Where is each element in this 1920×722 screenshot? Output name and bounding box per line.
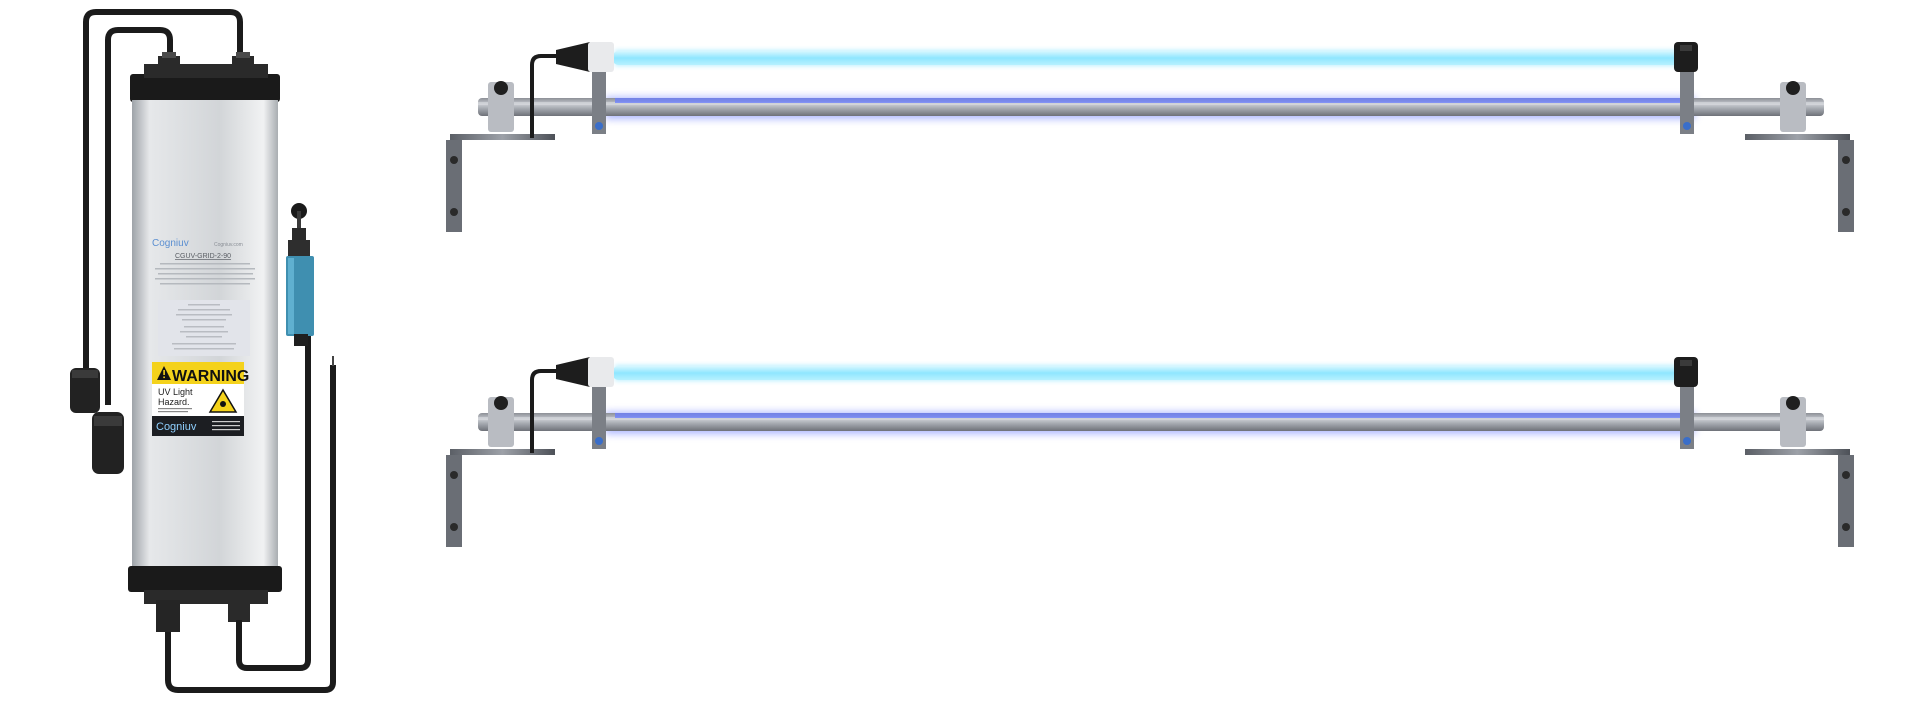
pipe-clamp-left	[488, 397, 514, 447]
lamp-endcap-left	[588, 357, 614, 387]
tube-holder-left-screw	[595, 437, 603, 445]
right-bracket-bolt-upper	[1842, 156, 1850, 164]
lamp-socket-right-detail	[1680, 360, 1692, 366]
right-bracket-bolt-lower	[1842, 208, 1850, 216]
power-cable-left	[83, 9, 243, 370]
sticker-footer-brand: Cogniuv	[156, 421, 197, 433]
label-fine-print	[155, 263, 255, 285]
lamp-assembly-upper	[446, 42, 1854, 232]
lamp-endcap-left	[588, 42, 614, 72]
tube-holder-right-screw	[1683, 122, 1691, 130]
pipe-clamp-right-knob	[1786, 396, 1800, 410]
lamp-assembly-lower	[446, 357, 1854, 547]
housing-top-cap	[130, 74, 280, 102]
lamp-assemblies	[446, 42, 1854, 547]
switch-cable	[236, 325, 311, 671]
left-bracket-bolt-lower	[450, 208, 458, 216]
hazard-line-2: Hazard.	[158, 397, 190, 407]
left-bracket-bolt-upper	[450, 156, 458, 164]
pipe-clamp-left	[488, 82, 514, 132]
controller-brand-small: Cogniuv.com	[214, 242, 243, 248]
left-bracket-leg	[446, 140, 462, 232]
left-mounting-bracket	[450, 134, 555, 230]
warning-heading: WARNING	[172, 368, 249, 385]
controller-model: CGUV-GRID-2-90	[175, 253, 231, 260]
lamp-power-cable	[530, 54, 560, 138]
left-bracket-leg	[446, 455, 462, 547]
warning-sticker: WARNING UV Light Hazard. Cogniuv	[152, 362, 249, 436]
uv-lamp-tube	[612, 51, 1682, 65]
left-mounting-bracket	[450, 449, 555, 545]
lamp-power-cable	[530, 369, 560, 453]
left-bracket-bolt-upper	[450, 471, 458, 479]
lamp-socket-left	[556, 357, 590, 387]
left-bracket-bolt-lower	[450, 523, 458, 531]
cable-plug-right	[92, 412, 124, 474]
uv-reflection-band	[615, 98, 1685, 103]
pipe-clamp-right	[1780, 82, 1806, 132]
power-cable-right	[105, 27, 173, 405]
housing-bottom-cap	[128, 566, 282, 592]
right-bracket-leg	[1838, 140, 1854, 232]
tube-holder-right-screw	[1683, 437, 1691, 445]
support-pipe-highlight	[478, 102, 1824, 105]
hazard-line-1: UV Light	[158, 387, 193, 397]
power-lead	[165, 365, 336, 693]
pipe-clamp-left-knob	[494, 81, 508, 95]
bottom-gland-left	[156, 600, 180, 632]
cable-plug-left	[70, 368, 100, 413]
support-pipe-highlight	[478, 417, 1824, 420]
right-bracket-leg	[1838, 455, 1854, 547]
right-bracket-bolt-lower	[1842, 523, 1850, 531]
pipe-clamp-right-knob	[1786, 81, 1800, 95]
pipe-clamp-left-knob	[494, 396, 508, 410]
label-info-panel	[158, 300, 250, 356]
uv-lamp-tube	[612, 366, 1682, 380]
lamp-socket-left	[556, 42, 590, 72]
controller-brand: Cogniuv	[152, 238, 189, 249]
right-mounting-bracket	[1745, 134, 1850, 230]
uv-reflection-band	[615, 413, 1685, 418]
door-limit-switch	[286, 203, 314, 346]
right-bracket-bolt-upper	[1842, 471, 1850, 479]
bottom-gland-right	[228, 600, 250, 622]
right-mounting-bracket	[1745, 449, 1850, 545]
lamp-socket-right-detail	[1680, 45, 1692, 51]
tube-holder-left-screw	[595, 122, 603, 130]
uv-controller: Cogniuv Cogniuv.com CGUV-GRID-2-90	[70, 9, 336, 693]
pipe-clamp-right	[1780, 397, 1806, 447]
